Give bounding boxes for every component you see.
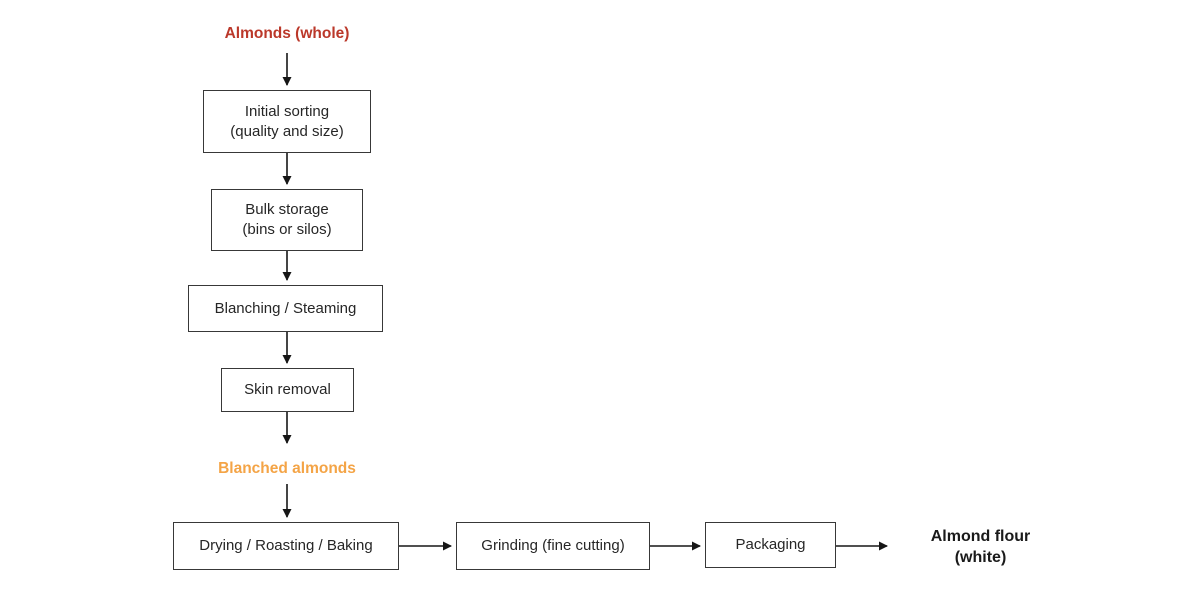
node-drying-roasting-baking: Drying / Roasting / Baking: [173, 522, 399, 570]
node-skin-removal: Skin removal: [221, 368, 354, 412]
node-bulk-storage: Bulk storage (bins or silos): [211, 189, 363, 251]
node-grinding-fine-cutting: Grinding (fine cutting): [456, 522, 650, 570]
node-initial-sorting: Initial sorting (quality and size): [203, 90, 371, 153]
start-label-almonds-whole: Almonds (whole): [224, 25, 350, 42]
node-blanching-steaming: Blanching / Steaming: [188, 285, 383, 332]
end-label-almond-flour-white: Almond flour (white): [930, 528, 1031, 566]
intermediate-label-blanched-almonds: Blanched almonds: [218, 460, 356, 477]
node-packaging: Packaging: [705, 522, 836, 568]
